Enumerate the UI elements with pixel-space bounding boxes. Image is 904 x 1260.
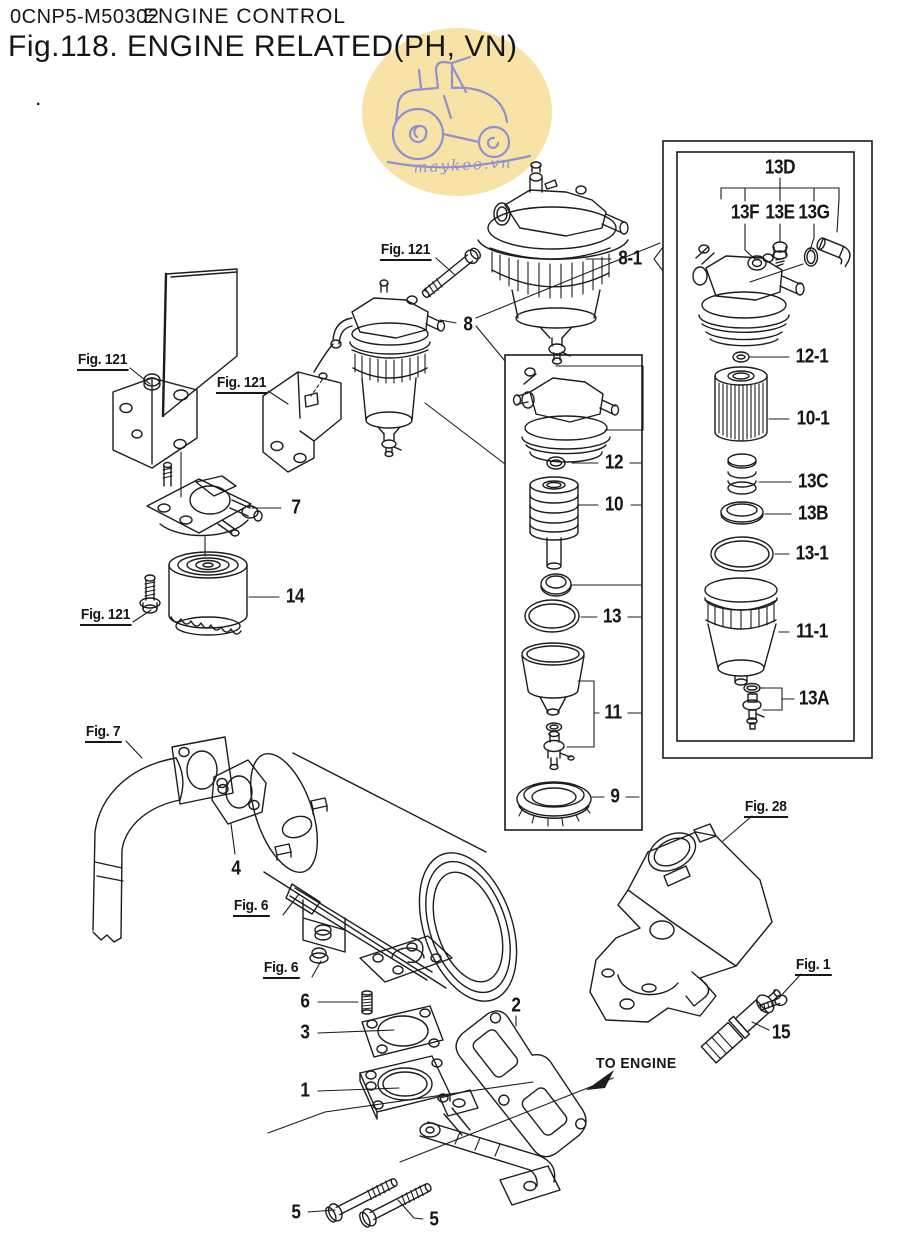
to-engine-label: TO ENGINE (596, 1055, 677, 1072)
figref-fig7: Fig. 7 (85, 723, 123, 743)
part-2-manifold-gasket (455, 1010, 587, 1158)
part-11-cup (521, 642, 585, 716)
callout-11-1: 11-1 (796, 620, 828, 643)
detail-box-middle (504, 354, 643, 831)
part-10-1-element (714, 366, 768, 442)
part-8-assembly (313, 279, 446, 458)
part-13-1-oring (710, 536, 774, 572)
part-fin-plate (161, 268, 238, 418)
part-filter-head-inner (512, 367, 620, 463)
callout-14: 14 (285, 585, 305, 608)
section-title: ENGINE CONTROL (143, 5, 347, 28)
callout-11: 11 (604, 701, 622, 724)
to-engine-arrow (586, 1070, 614, 1090)
part-15-sensor (700, 989, 782, 1064)
part-13-oring (524, 599, 580, 633)
callout-4: 4 (231, 857, 241, 880)
part-muffler (250, 752, 518, 1002)
callout-13g: 13G (798, 201, 830, 224)
callout-1: 1 (300, 1079, 310, 1102)
callout-8: 8 (463, 313, 473, 336)
part-5-bolt-left (325, 1177, 398, 1223)
part-13a-oring (743, 682, 761, 694)
part-fig7-exhaust-pipe (92, 736, 234, 943)
part-11-1-bowl (704, 577, 778, 686)
part-muffler-bracket (285, 883, 433, 981)
part-13d-elbow (816, 237, 851, 268)
callout-13e: 13E (765, 201, 795, 224)
part-mid-bracket (262, 371, 342, 473)
tractor-icon (386, 55, 532, 169)
part-13g-oring (803, 247, 819, 267)
figref-fig121-bottom: Fig. 121 (80, 606, 132, 626)
callout-13f: 13F (730, 201, 760, 224)
callout-5-right: 5 (429, 1208, 439, 1231)
leader-lines (125, 177, 840, 1220)
figref-fig1: Fig. 1 (795, 956, 833, 976)
part-8-1-assembly (477, 161, 629, 365)
part-1-flange (359, 1055, 451, 1120)
part-5-bolt-right (359, 1182, 432, 1228)
figref-fig121-mid: Fig. 121 (216, 374, 268, 394)
doc-code: 0CNP5-M50302 (10, 6, 160, 28)
callout-13c: 13C (797, 470, 829, 493)
part-l-bracket (112, 373, 198, 469)
stray-mark: . (36, 92, 41, 109)
part-13d-filter-head (692, 244, 805, 347)
part-exhaust-manifold (419, 1089, 561, 1206)
part-fig121-bolt-bottom (139, 574, 161, 614)
part-11-drain-valve (543, 722, 575, 771)
part-13f-washer (747, 255, 767, 271)
figref-fig28: Fig. 28 (744, 798, 789, 818)
part-13e-bolt (772, 241, 788, 267)
callout-13-1: 13-1 (795, 542, 829, 565)
part-7-pump-head (146, 461, 263, 537)
part-fig121-bolt-top (421, 247, 482, 299)
figref-fig121-top: Fig. 121 (380, 241, 432, 261)
detail-box-outer (662, 140, 873, 759)
part-10-strainer (529, 476, 579, 570)
part-3-gasket (361, 1005, 444, 1058)
callout-8-1: 8-1 (618, 247, 642, 270)
detail-box-inner (676, 151, 855, 742)
figref-fig121-left: Fig. 121 (77, 351, 129, 371)
callout-13a: 13A (798, 687, 830, 710)
part-fig28-control-bracket (589, 823, 773, 1023)
callout-13d: 13D (764, 156, 796, 179)
callout-12: 12 (604, 451, 624, 474)
part-14-filter-cartridge (168, 551, 248, 636)
callout-13: 13 (602, 605, 622, 628)
callout-5-left: 5 (291, 1201, 301, 1224)
part-4-gasket (211, 759, 267, 825)
callout-10: 10 (604, 493, 624, 516)
watermark-logo (362, 28, 552, 196)
callout-12-1: 12-1 (795, 345, 829, 368)
callout-9: 9 (610, 785, 620, 808)
part-9-ring-nut (516, 781, 592, 827)
figref-fig6-upper: Fig. 6 (233, 897, 271, 917)
part-12-oring (546, 456, 566, 470)
callout-2: 2 (511, 994, 521, 1017)
callout-3: 3 (300, 1021, 310, 1044)
part-mount-plate (359, 935, 453, 983)
callout-13b: 13B (797, 502, 829, 525)
part-13c-spring (727, 453, 757, 495)
callout-6: 6 (300, 990, 310, 1013)
part-6-stud (361, 990, 373, 1015)
callout-10-1: 10-1 (796, 407, 830, 430)
callout-7: 7 (291, 496, 301, 519)
part-grommet (540, 573, 572, 597)
callout-15: 15 (771, 1021, 791, 1044)
figref-fig6-lower: Fig. 6 (263, 959, 301, 979)
part-13b-ring (720, 501, 764, 525)
figure-title: Fig.118. ENGINE RELATED(PH, VN) (8, 30, 518, 63)
part-13a-drain-cock (742, 693, 765, 730)
part-12-1-oring (732, 351, 750, 363)
